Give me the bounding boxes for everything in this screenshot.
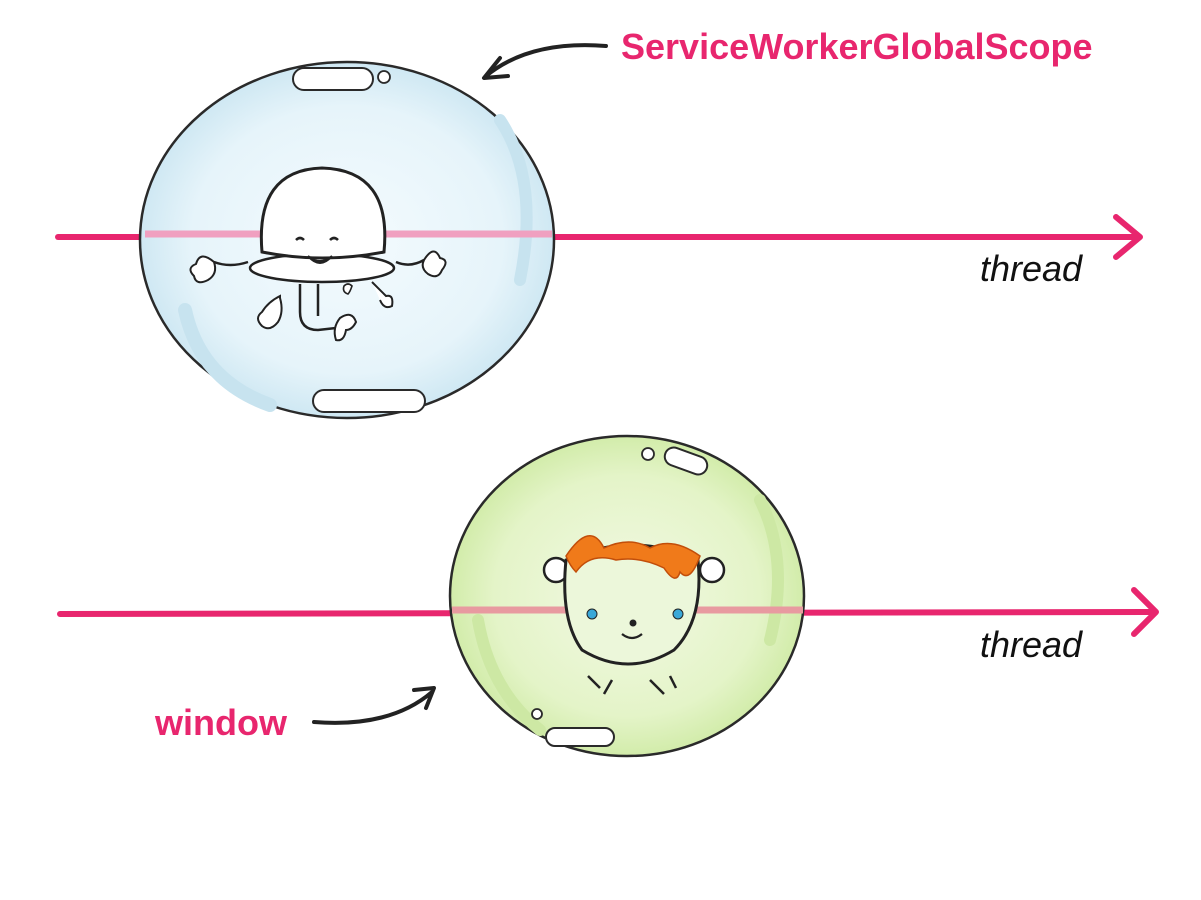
service-worker-scope-label: ServiceWorkerGlobalScope xyxy=(621,26,1093,67)
pointer-arrow-bottom xyxy=(312,686,436,725)
window-label: window xyxy=(155,702,287,743)
thread-label-bottom: thread xyxy=(980,624,1083,665)
blob-character-icon xyxy=(189,166,447,342)
thread-label-top: thread xyxy=(980,248,1083,289)
bear-character-icon xyxy=(542,535,726,695)
pointer-arrow-top xyxy=(482,43,608,80)
